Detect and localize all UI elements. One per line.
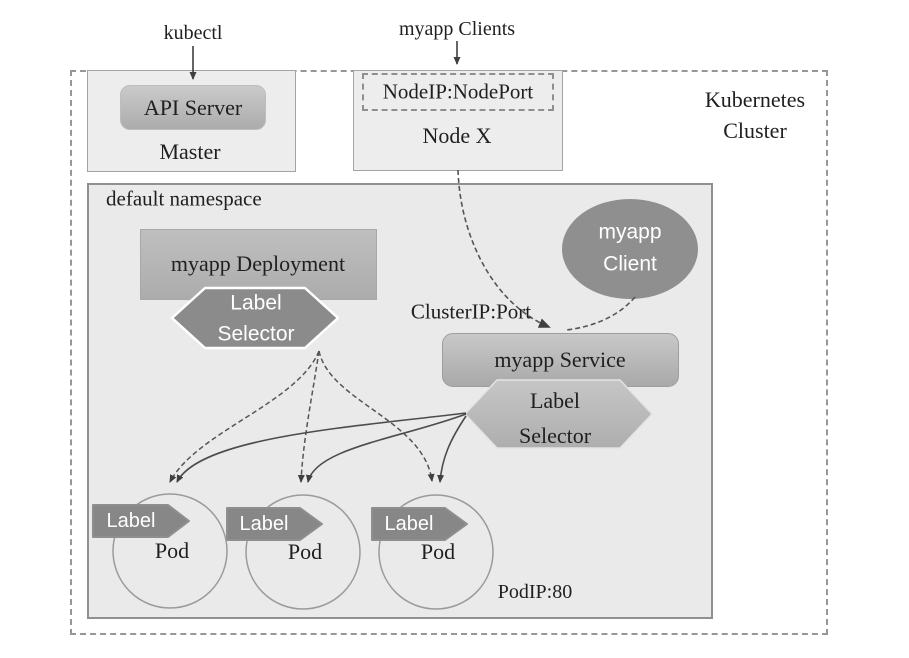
api-server-box <box>120 85 266 130</box>
pod1-tag-label: Label <box>106 510 156 532</box>
pod2-tag-label: Label <box>239 513 289 535</box>
client-label-line2: Client <box>603 252 657 276</box>
service-selector-line2: Selector <box>518 423 592 448</box>
service-title-label: myapp Service <box>494 347 626 372</box>
cluster-ip-label: ClusterIP:Port <box>410 299 532 324</box>
worker-node-box <box>353 70 563 171</box>
namespace-title-label: default namespace <box>106 186 262 211</box>
pod3-label: Pod <box>420 539 456 564</box>
deployment-selector-line2: Selector <box>217 322 295 346</box>
cluster-name-line2: Cluster <box>723 118 787 143</box>
pod2-label: Pod <box>287 539 323 564</box>
nodeport-label: NodeIP:NodePort <box>382 79 534 104</box>
master-label: Master <box>159 139 221 164</box>
pod1-label: Pod <box>154 538 190 563</box>
kubectl-label: kubectl <box>163 22 223 44</box>
deployment-title-label: myapp Deployment <box>170 251 346 276</box>
service-selector-line1: Label <box>529 388 581 413</box>
myapp-clients-label: myapp Clients <box>398 18 516 40</box>
nodeport-dashed-box <box>362 73 554 111</box>
node-title-label: Node X <box>422 123 492 148</box>
cluster-name-line1: Kubernetes <box>704 87 806 112</box>
api-server-label: API Server <box>143 95 243 120</box>
deployment-selector-line1: Label <box>230 291 282 315</box>
service-box <box>442 333 679 387</box>
pod3-tag-label: Label <box>384 513 434 535</box>
client-label-line1: myapp <box>598 220 662 244</box>
pod-ip-label: PodIP:80 <box>497 581 573 603</box>
